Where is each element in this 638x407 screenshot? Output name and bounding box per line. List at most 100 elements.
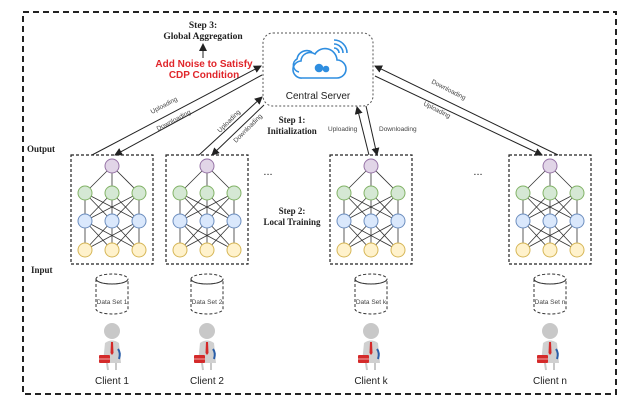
step2-subtitle: Local Training (264, 217, 321, 227)
network-edge (179, 220, 235, 251)
step1-title: Step 1: (279, 115, 306, 125)
client1-download-label: Downloading (156, 109, 193, 133)
client1-upload-arrow (91, 65, 262, 156)
input-node (542, 242, 558, 258)
hidden-node (226, 185, 242, 201)
client-person-icon (194, 323, 216, 371)
hidden-node (336, 185, 352, 201)
client-label: Client 1 (95, 376, 129, 387)
client-label: Client 2 (190, 376, 224, 387)
dataset-label: Data Set 1 (97, 299, 128, 306)
client1-upload-label: Uploading (150, 96, 179, 116)
step2-title: Step 2: (279, 206, 306, 216)
clientn-upload-arrow (374, 65, 559, 156)
noise-note-line1: Add Noise to Satisfy (155, 59, 253, 70)
client-column: Data Set 2 Client 2 (165, 154, 249, 387)
hidden-node (77, 185, 93, 201)
network-edge (84, 220, 140, 251)
hidden-node (390, 185, 406, 201)
hidden-node (336, 213, 352, 229)
input-node (390, 242, 406, 258)
network-edge (84, 192, 140, 222)
network-box (70, 154, 154, 265)
clientk-upload-arrow (354, 106, 370, 156)
hidden-node (542, 213, 558, 229)
hidden-node (363, 213, 379, 229)
output-node (199, 158, 215, 174)
hidden-node (569, 213, 585, 229)
network-edge (179, 192, 235, 222)
hidden-node (515, 213, 531, 229)
input-node (515, 242, 531, 258)
communication-links (91, 65, 559, 156)
hidden-node (172, 185, 188, 201)
neural-network (329, 154, 413, 265)
input-node (336, 242, 352, 258)
input-node (363, 242, 379, 258)
ellipsis-right: ... (473, 166, 482, 178)
ellipsis-left: ... (263, 166, 272, 178)
input-label: Input (31, 265, 53, 275)
dataset-cylinder-icon (95, 273, 129, 315)
hidden-node (131, 185, 147, 201)
input-node (77, 242, 93, 258)
clientk-download-arrow (365, 105, 380, 156)
client1-download-arrow (114, 74, 263, 156)
network-edge (522, 192, 578, 222)
dataset-cylinder-icon (533, 273, 567, 315)
output-node (104, 158, 120, 174)
network-box (165, 154, 249, 265)
input-node (226, 242, 242, 258)
dataset-label: Data Set 2 (192, 299, 223, 306)
dataset-label: Data Set n (535, 299, 566, 306)
network-edge (343, 192, 399, 222)
cloud-gear-wifi-icon (292, 39, 348, 79)
network-box (329, 154, 413, 265)
hidden-node (172, 213, 188, 229)
input-node (104, 242, 120, 258)
hidden-node (226, 213, 242, 229)
input-node (131, 242, 147, 258)
server-label: Central Server (286, 91, 351, 102)
hidden-node (104, 213, 120, 229)
hidden-node (363, 185, 379, 201)
client-person-icon (537, 323, 559, 371)
clientn-download-label: Downloading (430, 79, 467, 102)
dataset-cylinder-icon (190, 273, 224, 315)
client2-upload-label: Uploading (216, 108, 242, 134)
step1-subtitle: Initialization (267, 126, 317, 136)
network-edge (522, 220, 578, 251)
client-label: Client n (533, 376, 567, 387)
dataset-label: Data Set k (356, 299, 387, 306)
hidden-node (131, 213, 147, 229)
central-server: Central Server (262, 32, 374, 107)
hidden-node (515, 185, 531, 201)
clientk-download-label: Downloading (379, 126, 417, 133)
hidden-node (77, 213, 93, 229)
step3-title: Step 3: (189, 21, 217, 31)
neural-network (165, 154, 249, 265)
neural-network (508, 154, 592, 265)
network-edge (343, 220, 399, 251)
client-person-icon (99, 323, 121, 371)
dataset-cylinder-icon (354, 273, 388, 315)
client-column: Data Set n Client n (508, 154, 592, 387)
client-person-icon (358, 323, 380, 371)
step3-subtitle: Global Aggregation (163, 32, 243, 42)
input-node (569, 242, 585, 258)
hidden-node (104, 185, 120, 201)
hidden-node (199, 185, 215, 201)
client2-upload-arrow (198, 96, 263, 156)
clientk-upload-label: Uploading (328, 126, 358, 133)
input-node (172, 242, 188, 258)
input-node (199, 242, 215, 258)
output-node (542, 158, 558, 174)
client-column: Data Set 1 Client 1 (70, 154, 154, 387)
network-box (508, 154, 592, 265)
hidden-node (542, 185, 558, 201)
noise-note-line2: CDP Condition (169, 70, 239, 81)
neural-network (70, 154, 154, 265)
hidden-node (199, 213, 215, 229)
